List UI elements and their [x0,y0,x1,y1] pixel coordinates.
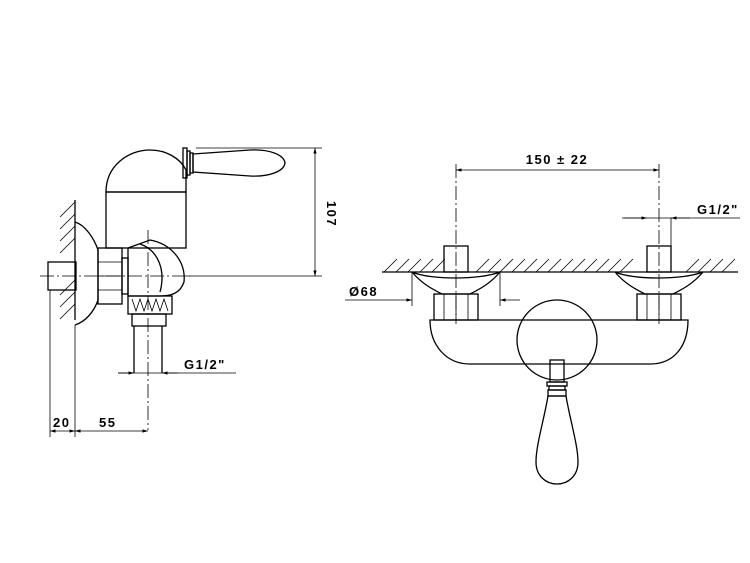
front-wall [382,258,738,273]
dim-depth-label: 55 [99,415,116,430]
front-lever-handle [535,359,579,485]
dim-rosette-diameter-label: Ø68 [349,284,378,299]
side-outlet [127,295,173,373]
side-wall [59,200,76,320]
front-right-inlet [614,245,704,321]
front-left-inlet [411,245,501,321]
dim-height: 107 [186,147,339,277]
side-lever-handle [182,147,286,179]
dim-wall-offset-label: 20 [53,415,70,430]
front-cartridge-dome [516,299,598,381]
side-view: 107 G1/2" 20 55 [40,147,339,437]
dim-depth: 20 55 [49,290,148,437]
front-mixer-body [429,319,689,365]
dim-rosette-diameter: Ø68 [345,272,520,306]
dim-side-thread-label: G1/2" [184,357,226,372]
side-rosette [74,221,99,326]
side-mixer-body [105,149,187,297]
dim-spacing-label: 150 ± 22 [526,152,589,167]
dim-height-label: 107 [324,201,339,227]
dim-side-thread: G1/2" [118,357,236,375]
dim-front-thread-label: G1/2" [697,202,739,217]
front-view: 150 ± 22 G1/2" Ø68 [345,152,740,485]
dim-front-thread: G1/2" [622,202,740,246]
dim-spacing: 150 ± 22 [456,152,659,172]
